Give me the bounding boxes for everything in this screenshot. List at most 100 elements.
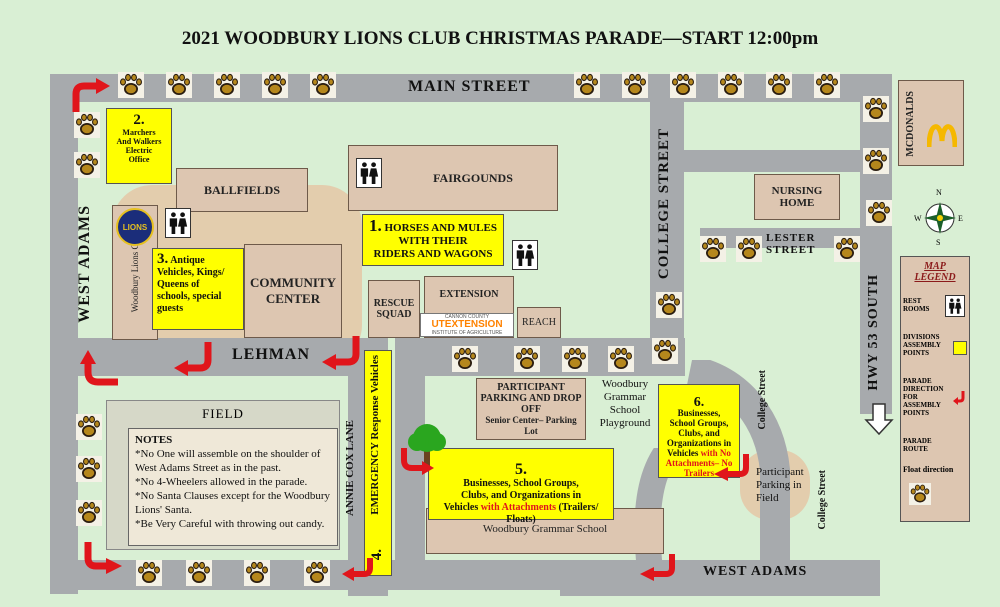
compass-e: E bbox=[958, 214, 963, 223]
legend-direction: PARADE DIRECTION FOR ASSEMBLY POINTS bbox=[903, 377, 944, 417]
legend-float: Float direction bbox=[903, 465, 954, 474]
notes-line: *No One will assemble on the shoulder of… bbox=[135, 448, 321, 474]
extension-logo-main: UTEXTENSION bbox=[431, 319, 503, 330]
assembly-1-text: HORSES AND MULES WITH THEIR RIDERS AND W… bbox=[373, 222, 497, 260]
paw-icon bbox=[700, 236, 726, 262]
assembly-3-text: Antique Vehicles, Kings/ Queens of schoo… bbox=[157, 255, 225, 314]
legend-direction-arrow-icon bbox=[953, 391, 965, 405]
participant-parking-label: PARTICIPANT PARKING AND DROP OFF bbox=[480, 381, 582, 415]
legend-restrooms: REST ROOMS bbox=[903, 297, 930, 313]
paw-icon bbox=[76, 456, 102, 482]
paw-icon bbox=[76, 414, 102, 440]
extension-label: EXTENSION bbox=[439, 289, 499, 300]
paw-icon bbox=[608, 346, 634, 372]
college-street-label: COLLEGE STREET bbox=[656, 128, 672, 280]
tree-icon bbox=[408, 424, 446, 468]
paw-icon bbox=[574, 72, 600, 98]
west-adams-left-label: WEST ADAMS bbox=[76, 205, 93, 323]
legend-restroom-icon bbox=[945, 295, 965, 317]
paw-icon bbox=[244, 560, 270, 586]
reach-building: REACH bbox=[517, 307, 561, 338]
paw-icon bbox=[304, 560, 330, 586]
mcdonalds-logo-icon bbox=[927, 124, 957, 147]
notes-line: *No Santa Clauses except for the Woodbur… bbox=[135, 490, 331, 516]
paw-icon bbox=[670, 72, 696, 98]
parade-direction-arrow bbox=[174, 342, 212, 376]
lehman-road-east bbox=[395, 338, 685, 376]
main-street-label: MAIN STREET bbox=[408, 78, 531, 95]
parade-direction-arrow bbox=[640, 554, 675, 581]
parade-direction-arrow bbox=[401, 448, 434, 475]
hwy53-road bbox=[860, 74, 892, 414]
nursing-home-building: NURSING HOME bbox=[754, 174, 840, 220]
lehman-label: LEHMAN bbox=[232, 346, 310, 363]
legend-divisions: DIVISIONS ASSEMBLY POINTS bbox=[903, 333, 941, 357]
participant-field-label: Participant Parking in Field bbox=[756, 466, 804, 504]
assembly-point-6: 6. Businesses, School Groups, Clubs, and… bbox=[658, 384, 740, 478]
legend-route: PARADE ROUTE bbox=[903, 437, 932, 453]
assembly-point-3: 3. Antique Vehicles, Kings/ Queens of sc… bbox=[152, 248, 244, 330]
participant-parking-lot: PARTICIPANT PARKING AND DROP OFF Senior … bbox=[476, 378, 586, 440]
paw-icon bbox=[652, 338, 678, 364]
college-street-small-label-2: College Street bbox=[817, 470, 828, 530]
paw-icon bbox=[834, 236, 860, 262]
paw-icon bbox=[866, 200, 892, 226]
compass-n: N bbox=[936, 188, 942, 197]
assembly-6-text: Businesses, School Groups, Clubs, and Or… bbox=[666, 408, 732, 458]
lions-logo-icon: LIONS bbox=[116, 208, 154, 246]
ballfields-building: BALLFIELDS bbox=[176, 168, 308, 212]
restroom-icon bbox=[512, 240, 538, 270]
map-title: 2021 WOODBURY LIONS CLUB CHRISTMAS PARAD… bbox=[181, 28, 819, 49]
paw-icon bbox=[186, 560, 212, 586]
paw-icon bbox=[766, 72, 792, 98]
parade-direction-arrow bbox=[84, 542, 122, 574]
restroom-icon bbox=[356, 158, 382, 188]
annie-cox-lane-label: ANNIE COX LANE bbox=[344, 420, 356, 516]
ut-extension-logo-icon: CANNON COUNTY UTEXTENSION INSTITUTE OF A… bbox=[420, 313, 514, 337]
float-direction-arrow bbox=[864, 403, 894, 436]
parade-direction-arrow bbox=[72, 78, 110, 112]
paw-icon bbox=[452, 346, 478, 372]
assembly-5-text-end: (Trailers/ Floats) bbox=[506, 502, 599, 525]
parade-direction-arrow bbox=[714, 454, 749, 481]
paw-icon bbox=[136, 560, 162, 586]
parade-direction-arrow bbox=[322, 336, 360, 370]
west-adams-road-left bbox=[50, 74, 78, 594]
mcdonalds-label: MCDONALDS bbox=[905, 91, 916, 157]
paw-icon bbox=[562, 346, 588, 372]
playground-label: Woodbury Grammar School Playground bbox=[592, 378, 658, 448]
assembly-5-text-red: with Attachments bbox=[480, 502, 557, 513]
assembly-2-number: 2. bbox=[133, 112, 145, 128]
compass-w: W bbox=[914, 214, 922, 223]
lester-street-label: LESTER STREET bbox=[766, 232, 816, 256]
restroom-icon bbox=[165, 208, 191, 238]
college-street-small-label-1: College Street bbox=[757, 370, 768, 430]
paw-icon bbox=[76, 500, 102, 526]
legend-assembly-swatch bbox=[953, 341, 967, 355]
west-adams-bottom-label: WEST ADAMS bbox=[703, 564, 808, 579]
assembly-6-text-red: with No Attachments– No Trailers bbox=[665, 448, 733, 478]
parade-direction-arrow bbox=[342, 558, 373, 581]
assembly-2-text: Marchers And Walkers Electric Office bbox=[116, 128, 162, 164]
assembly-3-number: 3. bbox=[157, 251, 169, 267]
assembly-point-4: EMERGENCY Response Vehicles 4. bbox=[364, 350, 392, 576]
fairgrounds-label: FAIRGOUNDS bbox=[433, 170, 513, 185]
paw-icon bbox=[514, 346, 540, 372]
west-adams-road-bottom-east bbox=[560, 560, 880, 596]
assembly-6-number: 6. bbox=[693, 395, 705, 410]
field-label: FIELD bbox=[202, 406, 244, 421]
paw-icon bbox=[814, 72, 840, 98]
paw-icon bbox=[622, 72, 648, 98]
parade-direction-arrow bbox=[80, 350, 118, 386]
extension-logo-sub: INSTITUTE OF AGRICULTURE bbox=[431, 330, 503, 336]
paw-icon bbox=[863, 148, 889, 174]
compass-icon: N S E W bbox=[914, 188, 966, 248]
paw-icon bbox=[718, 72, 744, 98]
paw-icon bbox=[863, 96, 889, 122]
paw-icon bbox=[736, 236, 762, 262]
paw-icon bbox=[214, 72, 240, 98]
rescue-squad-building: RESCUE SQUAD bbox=[368, 280, 420, 338]
assembly-1-number: 1. bbox=[369, 216, 382, 235]
notes-line: *No 4-Wheelers allowed in the parade. bbox=[135, 476, 308, 488]
connector-road-north bbox=[684, 150, 860, 172]
